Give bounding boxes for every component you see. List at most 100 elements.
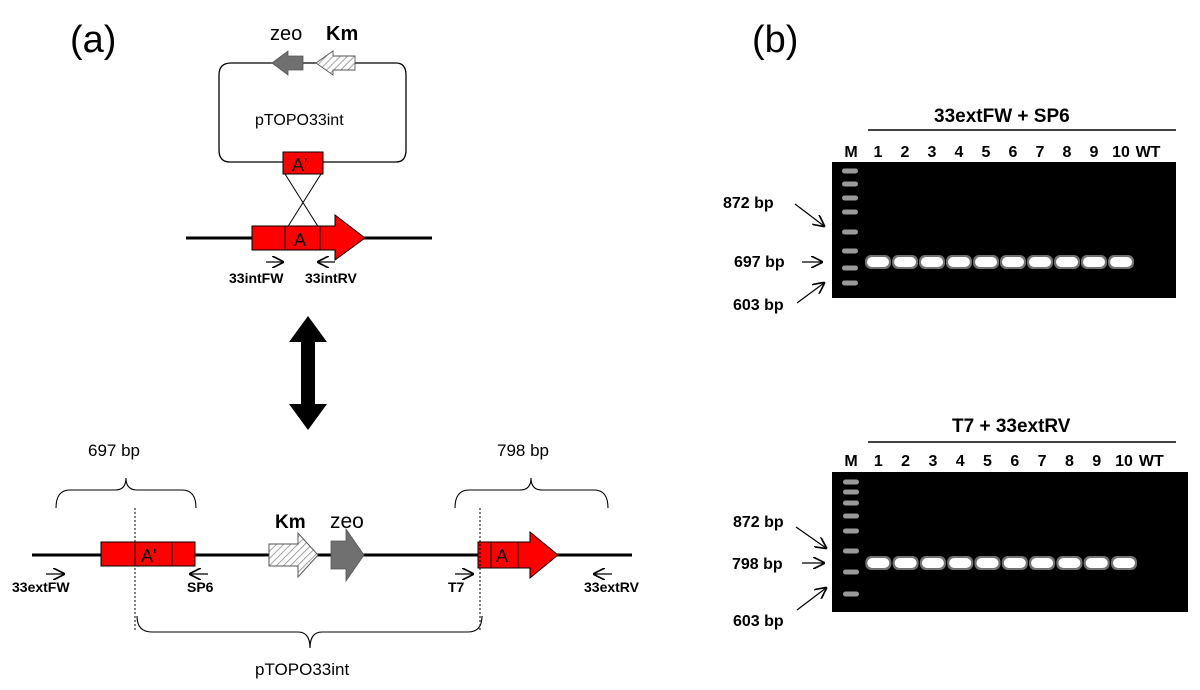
gel1-band xyxy=(975,257,997,267)
gel1-lane-label: 3 xyxy=(928,144,937,161)
primer-33intrv: 33intRV xyxy=(305,270,358,286)
integrated-a-prime-box xyxy=(100,541,196,567)
gel2-band xyxy=(949,558,972,568)
gel2-band xyxy=(1113,558,1135,568)
gel2-marker-872: 872 bp xyxy=(733,514,784,531)
gel1-marker-697: 697 bp xyxy=(734,254,785,271)
chromosome-diagram: A 33intFW 33intRV xyxy=(186,213,432,286)
gel2-marker-603: 603 bp xyxy=(733,613,784,630)
gel1-lane-label: 8 xyxy=(1063,144,1072,161)
primer-33extfw: 33extFW xyxy=(12,579,70,595)
plasmid-a-prime-box xyxy=(282,151,324,175)
gel2-ladder-band xyxy=(843,548,859,554)
gel2-title: T7 + 33extRV xyxy=(952,416,1071,437)
right-brace xyxy=(454,477,609,509)
gel1-image xyxy=(832,162,1176,298)
gel1-ladder-band xyxy=(842,209,858,215)
primer-33intfw: 33intFW xyxy=(229,270,284,286)
gel1-band xyxy=(867,257,889,267)
gel2-ladder-band xyxy=(843,591,859,597)
left-brace xyxy=(55,477,197,509)
gel1-lane-label: 1 xyxy=(874,144,883,161)
gel1-ladder-band xyxy=(842,181,858,187)
gel2-band xyxy=(894,558,917,568)
gel2-band xyxy=(867,558,890,568)
gel1-ladder-band xyxy=(842,265,858,271)
primer-t7: T7 xyxy=(448,579,465,595)
gel2-band xyxy=(976,558,999,568)
gel1-lane-label: M xyxy=(844,144,857,161)
plasmid-diagram: zeo Km pTOPO33int A' xyxy=(218,23,407,229)
plasmid-zeo-arrow xyxy=(271,50,304,76)
chromosome-a-label: A xyxy=(294,230,306,250)
gel2-band xyxy=(921,558,944,568)
integrated-diagram: 697 bp 798 bp A' Km zeo A 33extFW SP6 xyxy=(12,441,640,679)
plasmid-km-arrow xyxy=(315,50,356,76)
gel2-lane-label: 3 xyxy=(928,453,937,470)
gel2-band xyxy=(1031,558,1054,568)
plasmid-span-brace xyxy=(136,615,483,649)
gel2-lane-label: WT xyxy=(1139,453,1164,470)
panel-a-label: (a) xyxy=(70,19,116,61)
integrated-km-label: Km xyxy=(275,512,306,533)
gel2-lane-label: 4 xyxy=(956,453,965,470)
plasmid-km-label: Km xyxy=(326,23,358,45)
gel2-ladder-band xyxy=(843,500,859,506)
gel2-marker-798: 798 bp xyxy=(732,556,783,573)
gel1-ladder-band xyxy=(842,248,858,254)
right-size-label: 798 bp xyxy=(497,441,549,460)
gel2-ladder-band xyxy=(843,489,859,495)
gel1-lane-label: 9 xyxy=(1090,144,1099,161)
plasmid-name: pTOPO33int xyxy=(255,112,344,129)
gel1-band xyxy=(1002,257,1024,267)
gel2-band xyxy=(1003,558,1026,568)
gel1-lane-label: 7 xyxy=(1036,144,1045,161)
gel1-band xyxy=(948,257,970,267)
gel2-band xyxy=(1085,558,1108,568)
gel1-band xyxy=(1110,257,1132,267)
gel1-ladder-band xyxy=(842,168,858,174)
gel2-ladder-band xyxy=(843,528,859,534)
gel1-lane-label: 5 xyxy=(982,144,991,161)
gel1-lane-label: 6 xyxy=(1009,144,1018,161)
left-size-label: 697 bp xyxy=(88,441,140,460)
gel2-ladder-band xyxy=(843,479,859,485)
integrated-a-label: A xyxy=(496,546,508,566)
panel-b-label: (b) xyxy=(752,19,798,61)
gel1-band xyxy=(1083,257,1105,267)
gel2-lane-label: 10 xyxy=(1115,453,1133,470)
gel2-lane-label: 8 xyxy=(1065,453,1074,470)
plasmid-zeo-label: zeo xyxy=(270,23,302,45)
integrated-zeo-label: zeo xyxy=(330,510,364,533)
gel1-ladder-band xyxy=(842,195,858,201)
gel1-band xyxy=(1029,257,1051,267)
gel1-marker-603: 603 bp xyxy=(733,297,784,314)
gel2-lane-label: M xyxy=(844,453,857,470)
gel1-ladder-band xyxy=(842,280,858,286)
gel2-lane-label: 7 xyxy=(1038,453,1047,470)
gel1-lane-label: WT xyxy=(1136,144,1161,161)
gel1-marker-872: 872 bp xyxy=(723,195,774,212)
gel1-band xyxy=(1056,257,1078,267)
double-arrow xyxy=(289,316,327,430)
plasmid-outline xyxy=(218,62,407,163)
gel2-band xyxy=(1058,558,1081,568)
gel2-lane-label: 1 xyxy=(874,453,883,470)
chromosome-a-arrow xyxy=(251,213,366,261)
integrated-km-arrow xyxy=(268,531,319,579)
integrated-zeo-arrow xyxy=(330,527,365,583)
gel1-ladder-band xyxy=(842,229,858,235)
gel2-image xyxy=(832,472,1188,612)
integrated-a-prime-label: A' xyxy=(141,546,156,566)
primer-sp6: SP6 xyxy=(187,579,214,595)
gel2-ladder-band xyxy=(843,569,859,575)
gel2-lane-label: 9 xyxy=(1092,453,1101,470)
plasmid-span-label: pTOPO33int xyxy=(255,660,349,679)
gel1-title: 33extFW + SP6 xyxy=(934,106,1070,127)
plasmid-a-prime-label: A' xyxy=(292,155,307,175)
